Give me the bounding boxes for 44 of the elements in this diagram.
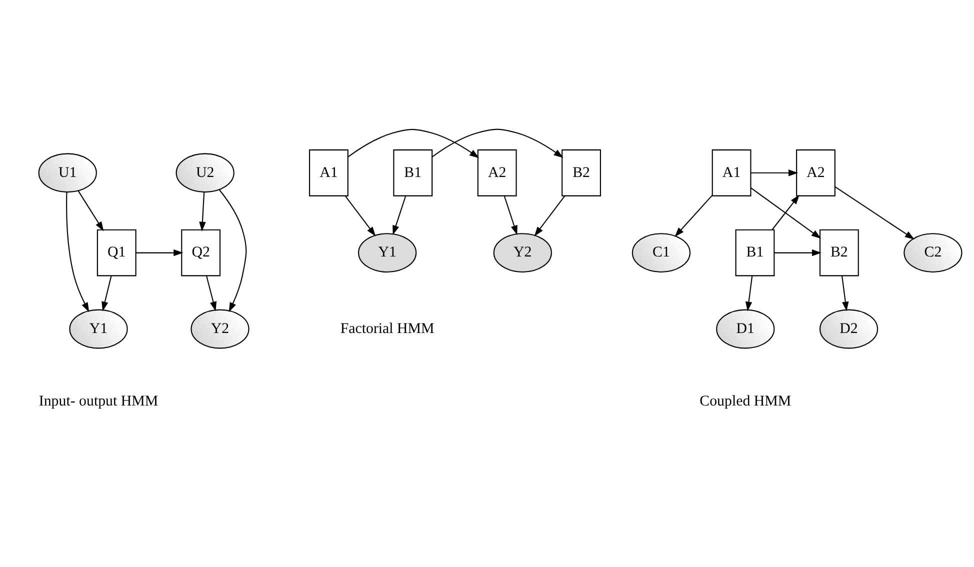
node-box: A2 (796, 149, 835, 196)
node-ellipse: Y2 (492, 233, 552, 273)
arrow (834, 186, 914, 240)
arrow (66, 192, 89, 312)
node-box: B2 (561, 149, 600, 196)
arrow (674, 194, 712, 237)
label: Coupled HMM (699, 393, 791, 410)
node-box: A2 (476, 149, 516, 196)
arrow (771, 194, 799, 230)
node-ellipse: Y2 (190, 309, 249, 349)
arrow (347, 128, 479, 158)
arrow (774, 249, 822, 256)
node-box: B1 (734, 229, 774, 276)
node-ellipse: Y1 (68, 309, 128, 349)
arrow (101, 276, 112, 312)
arrow (534, 196, 565, 236)
label: Input- output HMM (38, 393, 158, 410)
arrow (344, 196, 376, 236)
node-ellipse: D2 (818, 309, 878, 349)
arrow (77, 190, 104, 232)
node-ellipse: D1 (716, 309, 774, 349)
arrow (841, 276, 848, 312)
arrow (136, 249, 183, 256)
node-ellipse: U1 (38, 153, 96, 193)
arrow (218, 189, 246, 312)
arrow (431, 128, 563, 158)
node-ellipse: C1 (631, 233, 690, 273)
node-ellipse: C2 (903, 233, 962, 273)
arrow (503, 196, 517, 236)
arrow (206, 276, 216, 312)
node-box: B2 (818, 229, 858, 276)
arrow (392, 196, 406, 236)
node-ellipse: Y1 (358, 233, 416, 273)
arrow (198, 192, 206, 232)
node-ellipse: U2 (175, 153, 234, 193)
node-box: B1 (392, 149, 432, 196)
arrow (744, 276, 752, 312)
node-box: Q2 (180, 229, 220, 276)
label: Factorial HMM (340, 320, 434, 337)
arrow (750, 170, 798, 176)
node-box: Q1 (96, 229, 136, 276)
node-box: A1 (711, 149, 751, 196)
node-box: A1 (308, 149, 348, 196)
arrow (750, 187, 821, 239)
